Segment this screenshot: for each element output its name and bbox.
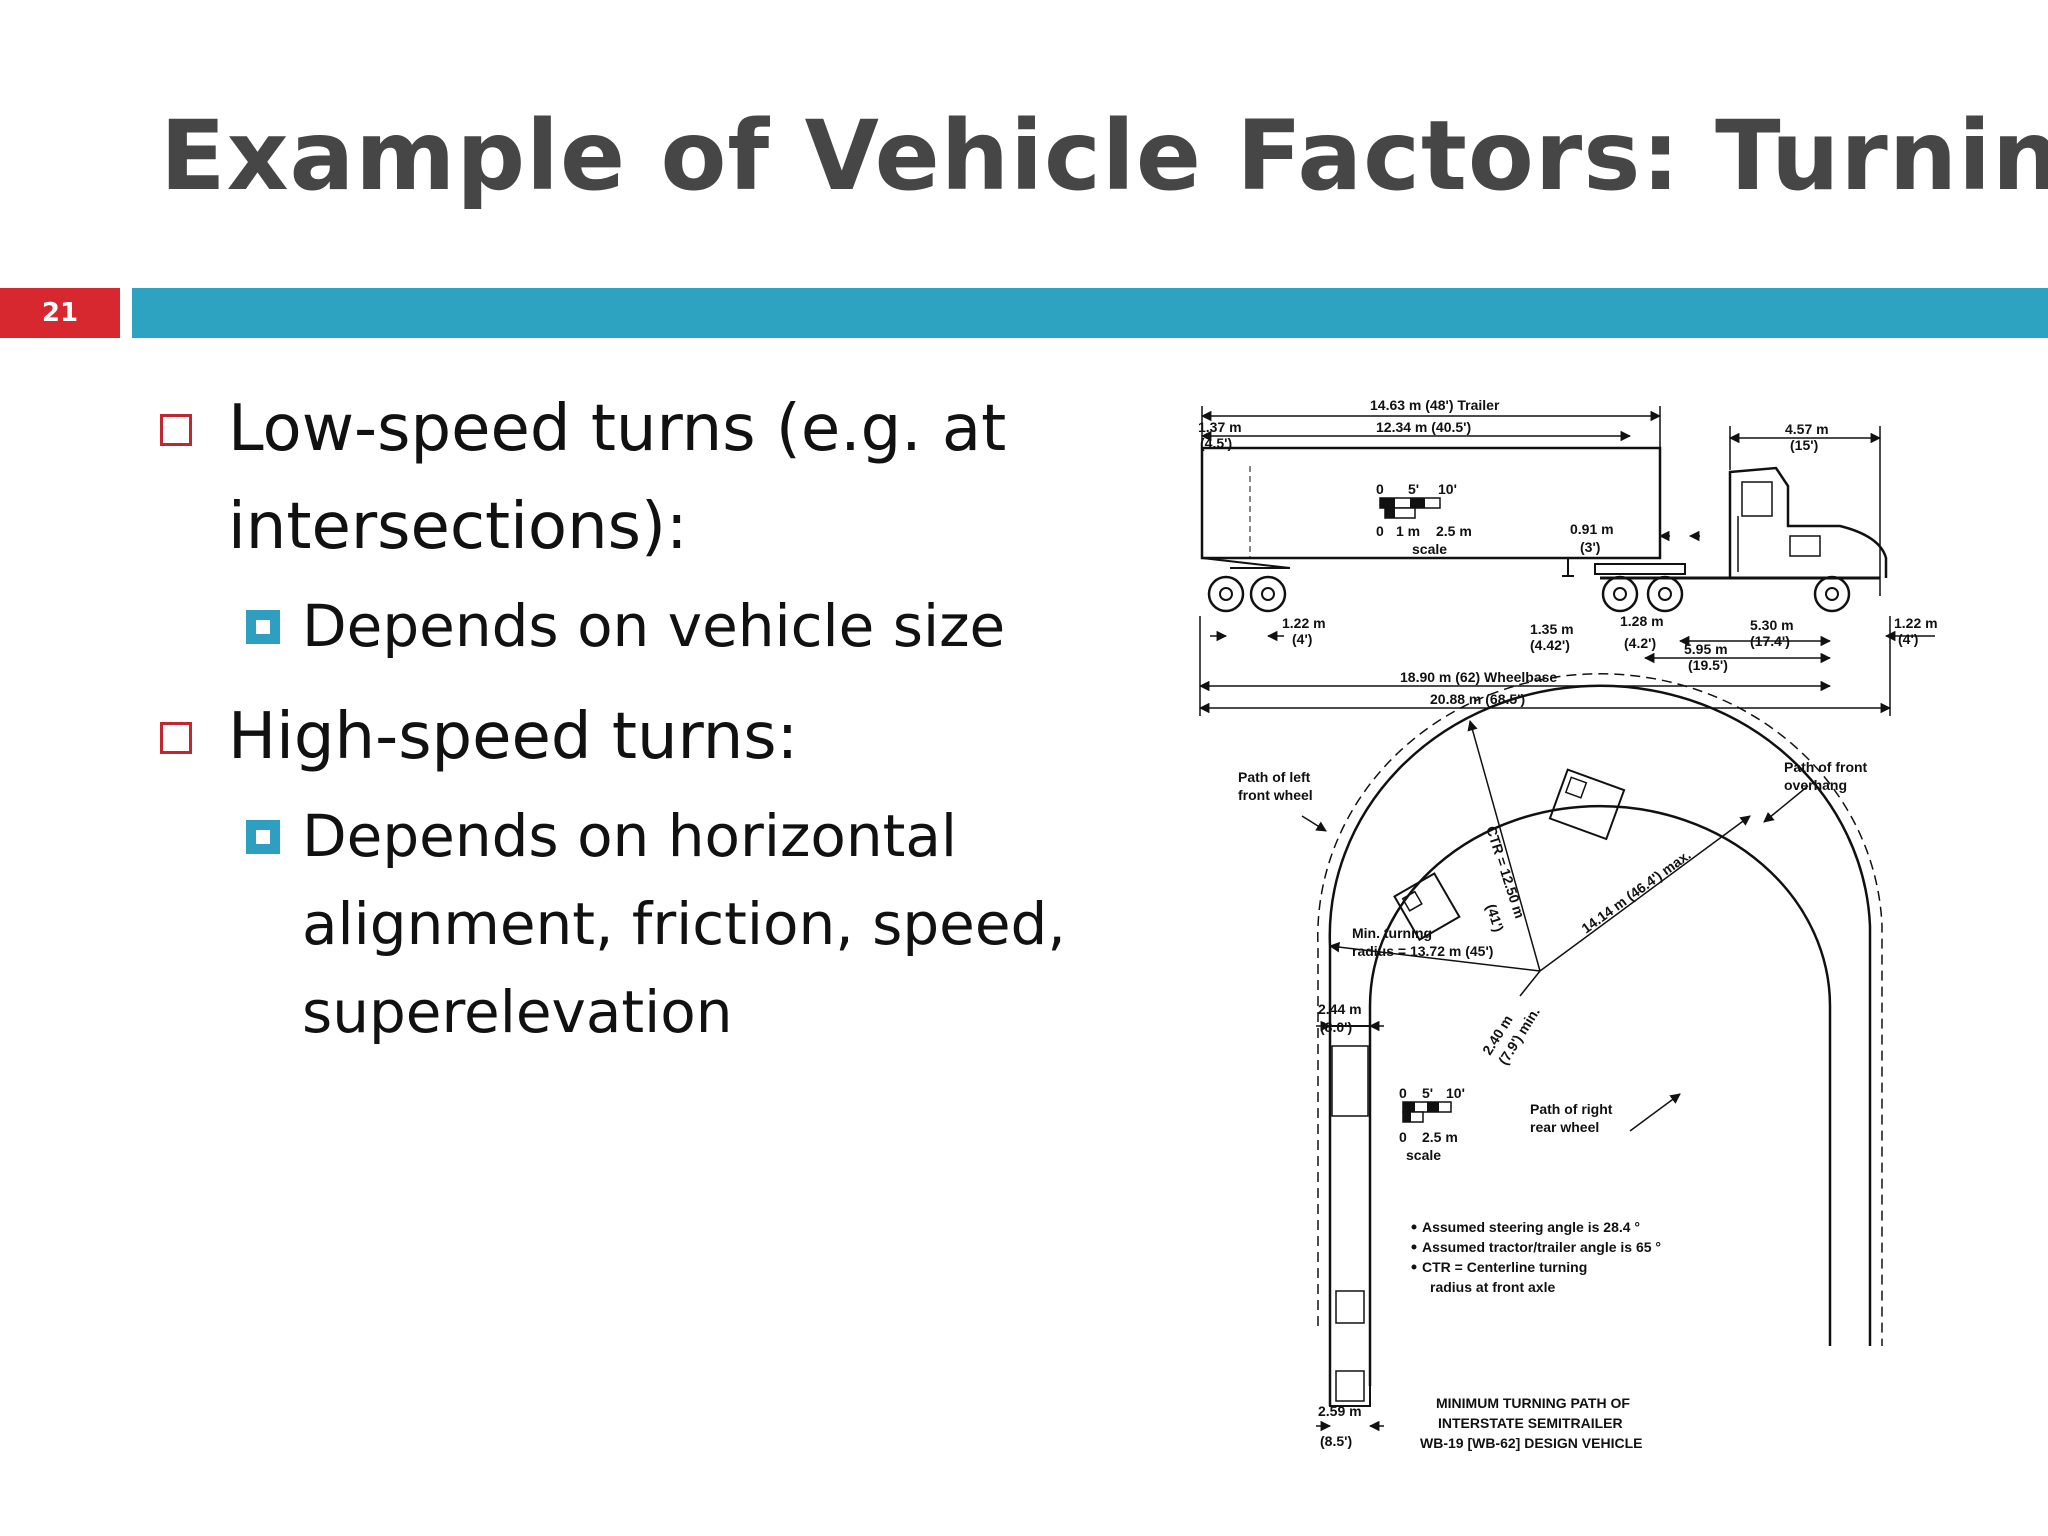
diagram-caption: MINIMUM TURNING PATH OF INTERSTATE SEMIT… — [1420, 1395, 1642, 1451]
dim-label: (4.5') — [1200, 435, 1232, 451]
dim-label: 4.57 m — [1785, 421, 1829, 437]
dim-label: (3') — [1580, 539, 1600, 555]
scale-label: scale — [1406, 1147, 1441, 1163]
scale-tick: 0 — [1399, 1129, 1407, 1145]
dimension-labels: 14.63 m (48') Trailer 12.34 m (40.5') 1.… — [1198, 397, 1938, 707]
dim-label: (4.2') — [1624, 635, 1656, 651]
filled-square-bullet-icon — [246, 610, 280, 644]
scale-tick: 10' — [1446, 1085, 1465, 1101]
dim-label: (4') — [1898, 631, 1918, 647]
dim-label: 1.28 m — [1620, 613, 1664, 629]
sub-bullet-item: Depends on vehicle size — [246, 582, 1110, 670]
dim-label: 12.34 m (40.5') — [1376, 419, 1471, 435]
caption-line: WB-19 [WB-62] DESIGN VEHICLE — [1420, 1435, 1642, 1451]
caption-line: MINIMUM TURNING PATH OF — [1436, 1395, 1630, 1411]
scale-tick: 2.5 m — [1422, 1129, 1458, 1145]
filled-square-bullet-icon — [246, 820, 280, 854]
dim-label: 1.35 m — [1530, 621, 1574, 637]
scale-tick: 1 m — [1396, 523, 1420, 539]
dim-label: (4.42') — [1530, 637, 1570, 653]
radius-label: 14.14 m (46.4') max. — [1578, 847, 1693, 937]
note-line: Assumed steering angle is 28.4 ° — [1422, 1219, 1640, 1235]
dim-label: 1.37 m — [1198, 419, 1242, 435]
path-label: Path of left — [1238, 769, 1311, 785]
path-label: overhang — [1784, 777, 1847, 793]
dim-label: (17.4') — [1750, 633, 1790, 649]
note-line: CTR = Centerline turning — [1422, 1259, 1587, 1275]
radius-label: Min. turning — [1352, 925, 1432, 941]
dimension-lines — [1198, 406, 1935, 716]
scale-tick: 5' — [1422, 1085, 1433, 1101]
dim-label: 14.63 m (48') Trailer — [1370, 397, 1500, 413]
scale-tick: 0 — [1376, 481, 1384, 497]
scale-tick: 5' — [1408, 481, 1419, 497]
note-line: radius at front axle — [1430, 1279, 1555, 1295]
turning-path-plan — [1301, 673, 1883, 1432]
sub-bullet-text: Depends on horizontal alignment, frictio… — [302, 802, 1066, 1046]
dim-label: (4') — [1292, 631, 1312, 647]
slide-number: 21 — [0, 288, 120, 338]
width-label: 2.44 m — [1318, 1001, 1362, 1017]
scale-tick: 0 — [1399, 1085, 1407, 1101]
sub-bullet-text: Depends on vehicle size — [302, 592, 1006, 660]
path-label: front wheel — [1238, 787, 1313, 803]
scale-tick: 2.5 m — [1436, 523, 1472, 539]
bullet-list: Low-speed turns (e.g. at intersections):… — [160, 380, 1110, 1074]
scale-bar-top: 0 5' 10' 0 1 m 2.5 m scale — [1376, 481, 1472, 557]
dim-label: 1.22 m — [1894, 615, 1938, 631]
scale-tick: 0 — [1376, 523, 1384, 539]
dim-label: (19.5') — [1688, 657, 1728, 673]
bullet-text: High-speed turns: — [228, 700, 799, 774]
dim-label: 5.95 m — [1684, 641, 1728, 657]
dim-label: (15') — [1790, 437, 1818, 453]
hollow-square-bullet-icon — [160, 722, 192, 754]
diagram-notes: Assumed steering angle is 28.4 ° Assumed… — [1411, 1219, 1661, 1295]
scale-bar-bottom: 0 5' 10' 0 2.5 m scale — [1399, 1085, 1465, 1163]
note-line: Assumed tractor/trailer angle is 65 ° — [1422, 1239, 1661, 1255]
slide-title: Example of Vehicle Factors: Turning — [160, 100, 2048, 212]
path-label: Path of right — [1530, 1101, 1613, 1117]
bullet-text: Low-speed turns (e.g. at intersections): — [228, 392, 1007, 564]
dim-label: 18.90 m (62) Wheelbase — [1400, 669, 1557, 685]
radius-label: radius = 13.72 m (45') — [1352, 943, 1493, 959]
dim-label: 0.91 m — [1570, 521, 1614, 537]
radius-label: (41') — [1483, 902, 1507, 934]
path-label: Path of front — [1784, 759, 1868, 775]
width-label: (8.0') — [1320, 1019, 1352, 1035]
hollow-square-bullet-icon — [160, 414, 192, 446]
width-label: (8.5') — [1320, 1433, 1352, 1449]
width-label: 2.59 m — [1318, 1403, 1362, 1419]
diagram-svg: 0 5' 10' 0 1 m 2.5 m scale 14.63 m (48')… — [1198, 397, 1938, 1451]
bullet-item: Low-speed turns (e.g. at intersections): — [160, 380, 1110, 576]
title-rule — [132, 288, 2048, 338]
dim-label: 5.30 m — [1750, 617, 1794, 633]
path-label: rear wheel — [1530, 1119, 1599, 1135]
sub-bullet-item: Depends on horizontal alignment, frictio… — [246, 792, 1110, 1056]
caption-line: INTERSTATE SEMITRAILER — [1438, 1415, 1623, 1431]
scale-tick: 10' — [1438, 481, 1457, 497]
dim-label: 1.22 m — [1282, 615, 1326, 631]
bullet-item: High-speed turns: — [160, 688, 1110, 786]
truck-side-view — [1200, 446, 1888, 613]
scale-label: scale — [1412, 541, 1447, 557]
turning-path-diagram: 0 5' 10' 0 1 m 2.5 m scale 14.63 m (48')… — [1190, 386, 1970, 1470]
